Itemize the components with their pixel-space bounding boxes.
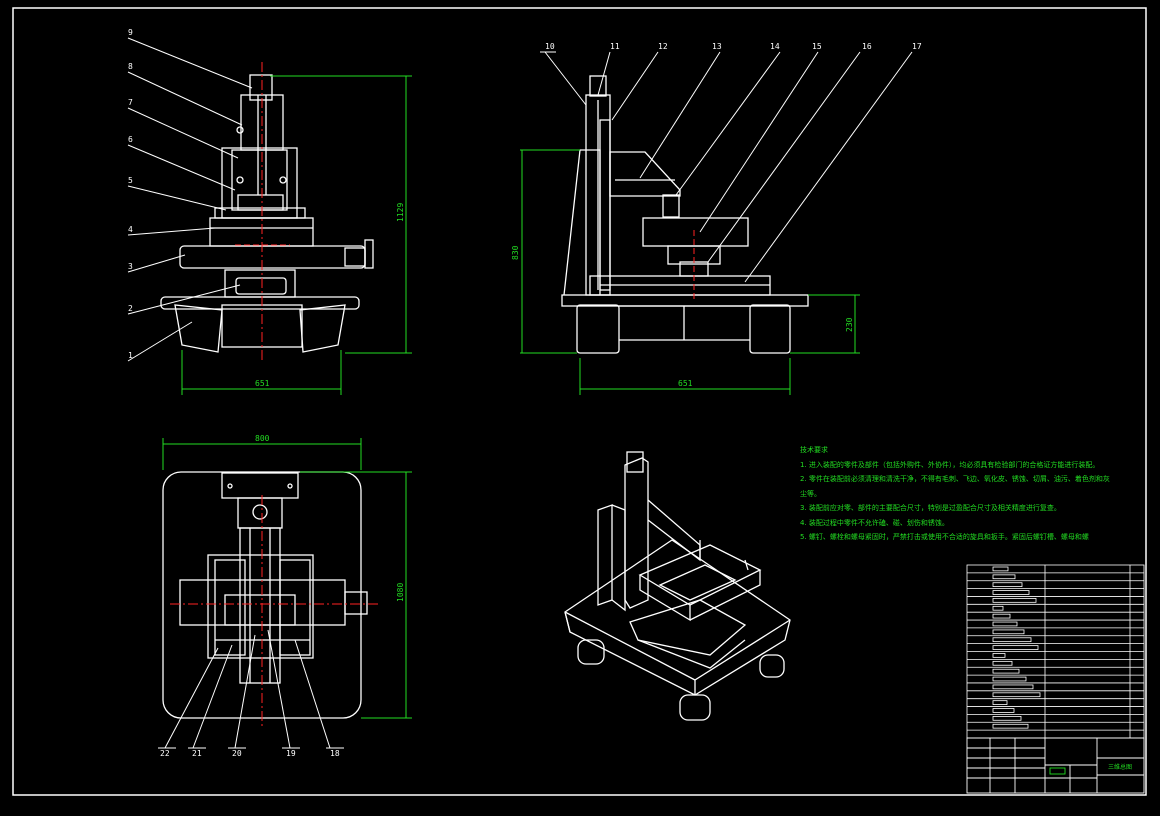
parts-list: [966, 564, 1145, 739]
balloon: 17: [912, 42, 922, 51]
notes-title: 技术要求: [800, 446, 828, 454]
parts-list-entry: [992, 708, 1015, 713]
drawing-name: 三维总图: [1108, 763, 1132, 771]
parts-list-entry: [992, 668, 1020, 674]
balloon: 6: [128, 135, 133, 144]
dim-front-height: 1129: [396, 203, 405, 222]
top-leaders: [158, 629, 344, 749]
balloon: 1: [128, 351, 133, 360]
dim-front-width: 651: [255, 379, 270, 388]
parts-list-entry: [992, 716, 1022, 721]
balloon: 21: [192, 749, 202, 758]
front-leaders: [127, 37, 253, 362]
side-dimensions: [520, 149, 860, 395]
top-balloons: 22 21 20 19 18: [160, 749, 340, 758]
parts-list-entry: [992, 684, 1034, 690]
notes-line: 1. 进入装配的零件及部件（包括外购件、外协件），均必须具有检验部门的合格证方能…: [800, 460, 1100, 469]
balloon: 18: [330, 749, 340, 758]
parts-list-entry: [992, 653, 1006, 658]
parts-list-entry: [992, 723, 1029, 729]
dim-side-base-height: 230: [845, 317, 854, 332]
side-leaders: [540, 51, 913, 283]
front-dimensions: [181, 75, 412, 395]
parts-list-entry: [992, 692, 1041, 698]
balloon: 19: [286, 749, 296, 758]
balloon: 7: [128, 98, 133, 107]
parts-list-entry: [992, 637, 1032, 643]
side-balloons: 10 11 12 13 14 15 16 17: [545, 42, 922, 51]
top-dimensions: [162, 438, 412, 719]
balloon: 20: [232, 749, 242, 758]
parts-list-entry: [992, 590, 1030, 595]
parts-list-entry: [992, 574, 1016, 580]
front-view: [160, 74, 374, 353]
balloon: 15: [812, 42, 822, 51]
parts-list-entry: [992, 645, 1039, 650]
balloon: 16: [862, 42, 872, 51]
dim-top-width: 800: [255, 434, 270, 443]
balloon: 11: [610, 42, 620, 51]
balloon: 22: [160, 749, 170, 758]
parts-list-entry: [992, 676, 1027, 682]
balloon: 12: [658, 42, 668, 51]
parts-list-entry: [992, 598, 1037, 603]
balloon: 2: [128, 304, 133, 313]
notes-line: 2. 零件在装配前必须清理和清洗干净，不得有毛刺、飞边、氧化皮、锈蚀、切屑、油污…: [800, 475, 1110, 483]
balloon: 4: [128, 225, 133, 234]
balloon: 10: [545, 42, 555, 51]
notes-line: 5. 螺钉、螺栓和螺母紧固时，严禁打击或使用不合适的旋具和扳手。紧固后螺钉槽、螺…: [800, 533, 1089, 541]
balloon: 9: [128, 28, 133, 37]
balloon: 14: [770, 42, 780, 51]
notes-line: 4. 装配过程中零件不允许磕、碰、划伤和锈蚀。: [800, 518, 949, 527]
dim-side-height: 830: [511, 245, 520, 260]
parts-list-entry: [992, 582, 1023, 587]
notes-line: 尘等。: [800, 489, 821, 498]
balloon: 13: [712, 42, 722, 51]
drawing-frame: [12, 7, 1147, 796]
notes-line: 3. 装配前应对零、部件的主要配合尺寸，特别是过盈配合尺寸及相关精度进行复查。: [800, 504, 1061, 512]
dim-top-height: 1080: [396, 583, 405, 602]
dim-side-width: 651: [678, 379, 693, 388]
balloon: 3: [128, 262, 133, 271]
isometric-view: [564, 451, 791, 721]
side-view: [561, 75, 809, 354]
parts-list-entry: [992, 700, 1008, 705]
top-view: [162, 471, 368, 719]
parts-list-entry: [992, 605, 1004, 611]
title-block: [966, 737, 1145, 794]
front-balloons: 9 8 7 6 5 4 3 2 1: [128, 28, 133, 360]
balloon: 5: [128, 176, 133, 185]
parts-list-entry: [992, 660, 1013, 666]
parts-list-entry: [992, 566, 1009, 572]
parts-list-entry: [992, 629, 1025, 635]
parts-list-entry: [992, 621, 1018, 627]
technical-notes: 技术要求 1. 进入装配的零件及部件（包括外购件、外协件），均必须具有检验部门的…: [800, 443, 1130, 545]
parts-list-entry: [992, 613, 1011, 619]
balloon: 8: [128, 62, 133, 71]
